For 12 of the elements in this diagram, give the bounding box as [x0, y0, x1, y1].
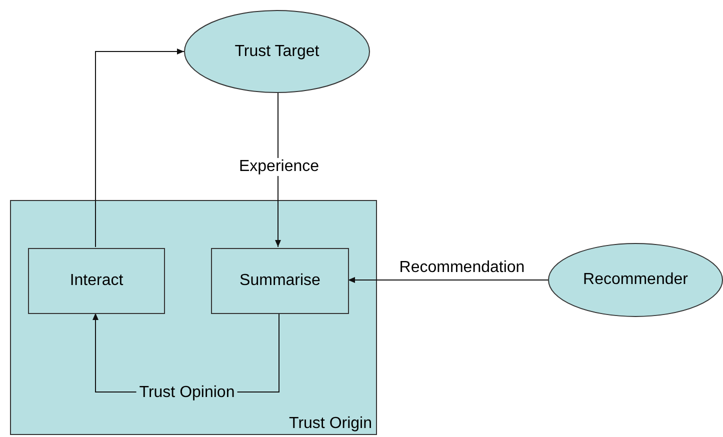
arrow: [95, 48, 184, 248]
arrow: [348, 277, 548, 283]
node-label: Trust Target: [234, 42, 320, 60]
group-label: Trust Origin: [289, 415, 372, 433]
ellipse-node: [548, 243, 723, 317]
process-box: Interact: [28, 248, 165, 314]
node-label: Recommender: [583, 271, 688, 289]
group-box: [10, 200, 377, 435]
arrow: [275, 92, 281, 248]
process-box: Summarise: [211, 248, 349, 314]
ellipse-node: [184, 10, 370, 93]
edge-label: Trust Opinion: [136, 384, 238, 402]
